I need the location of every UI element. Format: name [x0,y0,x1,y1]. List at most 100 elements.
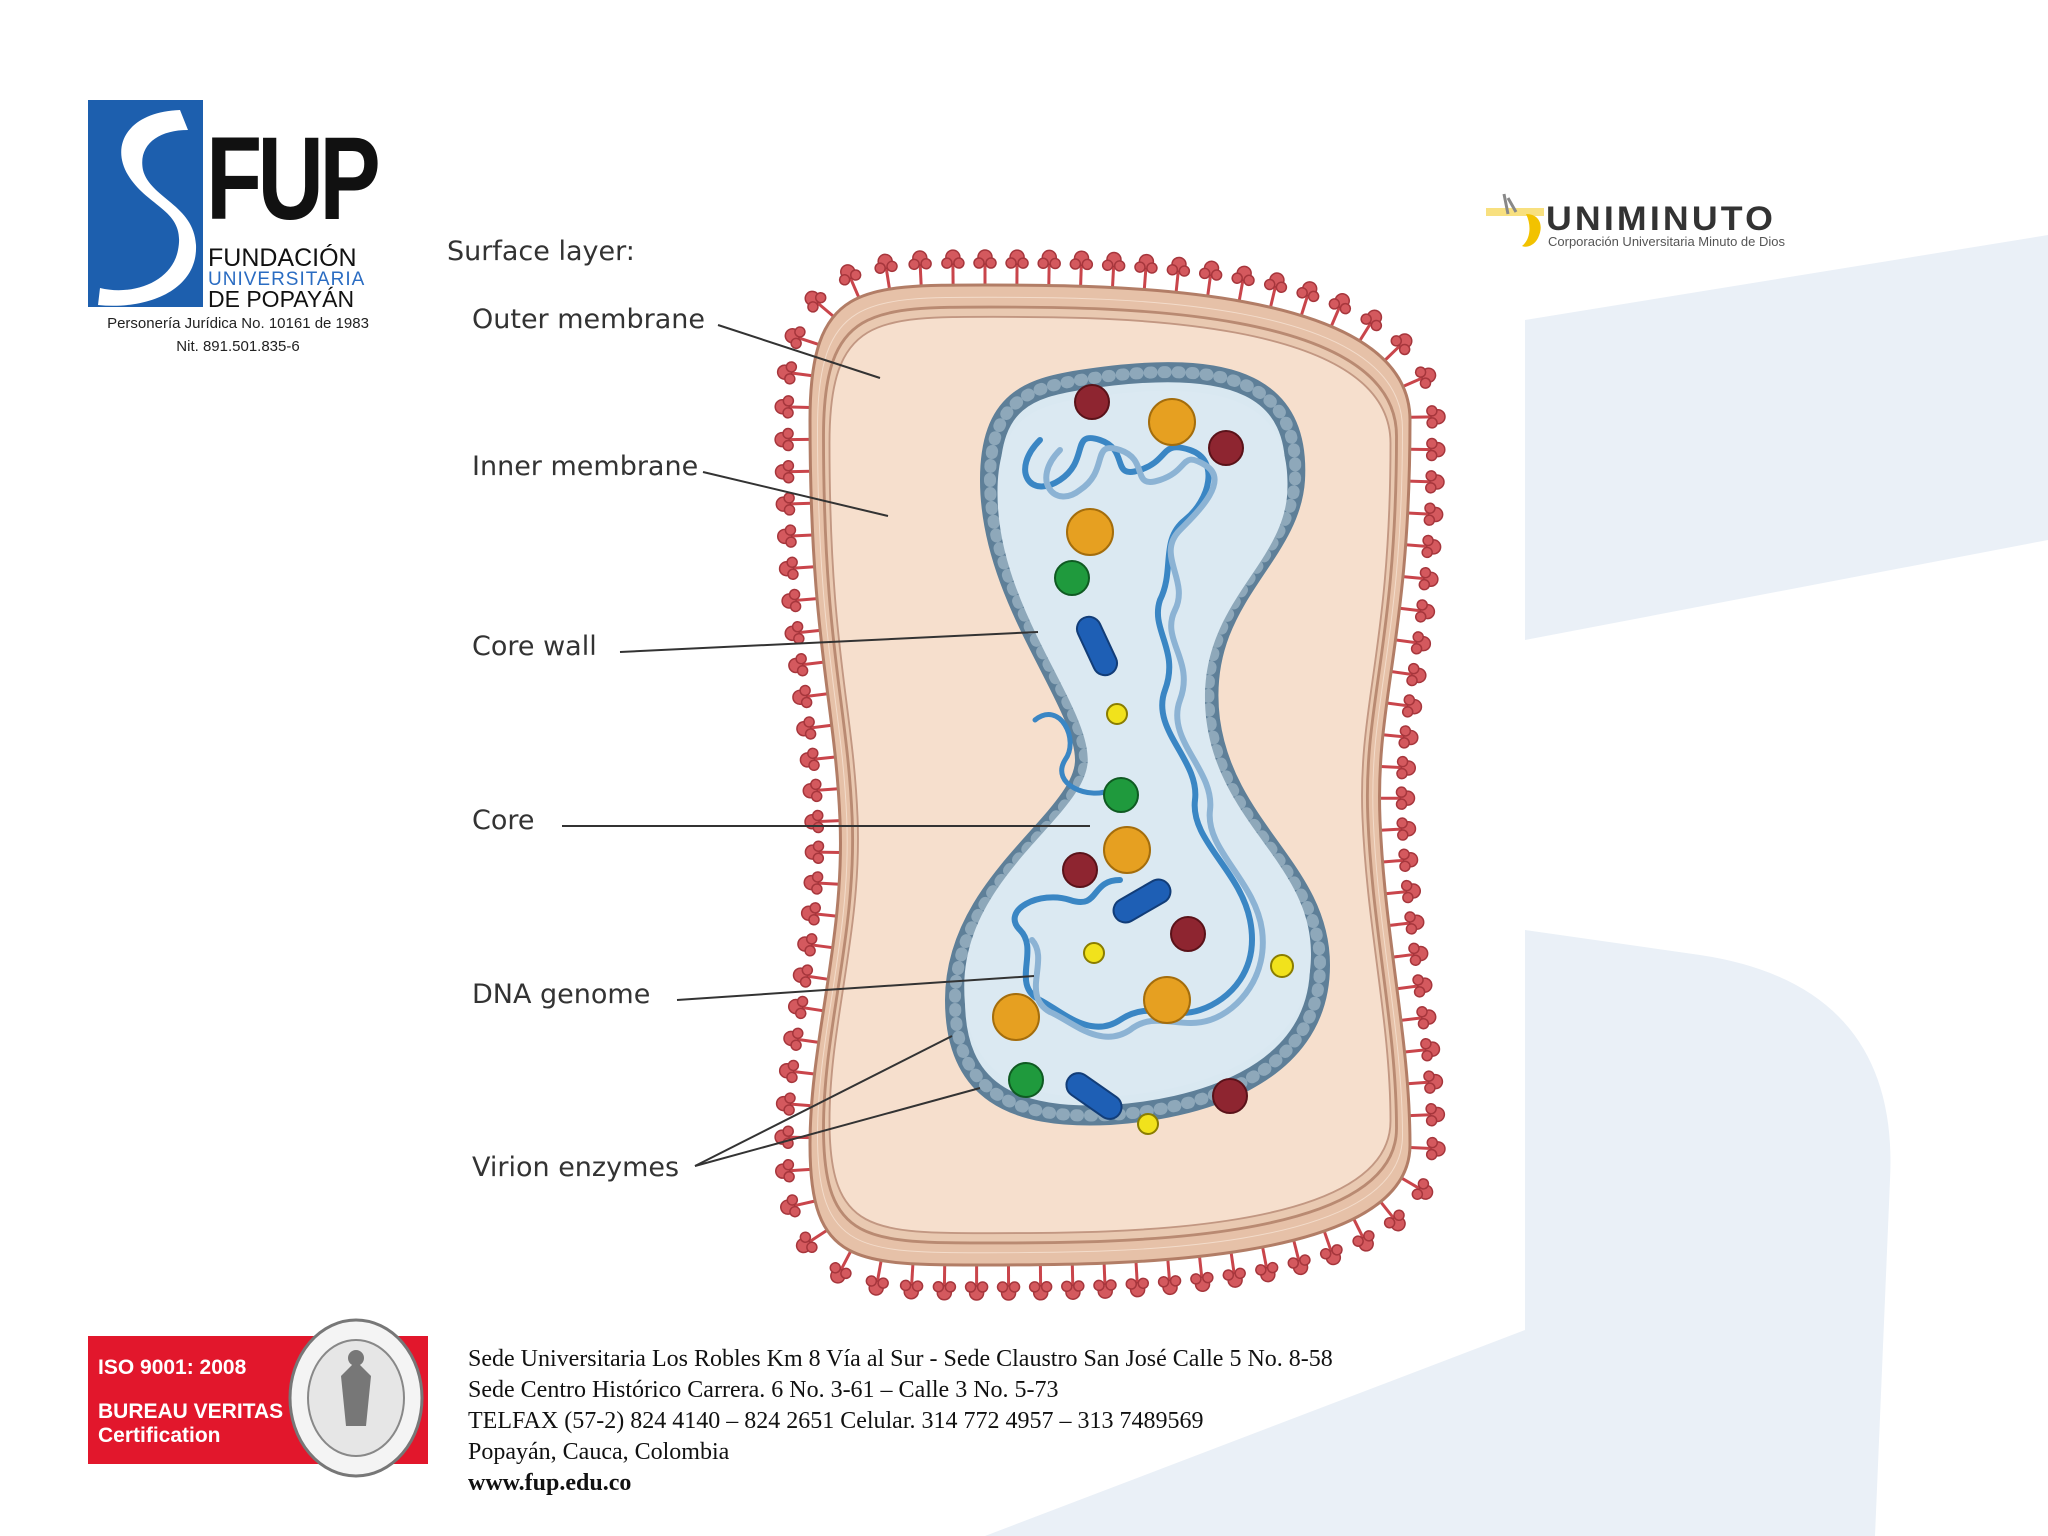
surface-spike [1380,722,1421,751]
address-line-1: Sede Universitaria Los Robles Km 8 Vía a… [468,1346,1333,1372]
surface-spike [1407,1135,1447,1162]
surface-spike [790,681,831,711]
surface-spike [790,961,832,992]
surface-spike [1123,1259,1151,1299]
surface-spike [785,993,827,1024]
surface-spike [1378,815,1418,843]
surface-spike [774,1090,814,1119]
surface-spike [1401,1035,1443,1065]
core-label: Core [472,805,535,836]
surface-spike [996,1263,1022,1302]
uniminuto-logo-mark [1486,193,1544,247]
surface-spike [777,554,817,582]
surface-spike [1059,1262,1086,1301]
surface-spike [1100,250,1127,290]
fup-logo-line-2: UNIVERSITARIA [208,269,366,290]
surface-spike [964,1263,990,1302]
surface-spike [862,1256,894,1299]
surface-spike [1004,248,1030,287]
surface-spike [1405,1068,1445,1097]
fup-logo-mark [88,100,203,307]
outer-membrane-label: Outer membrane [472,304,705,335]
surface-spike [1407,1101,1447,1129]
bureau-veritas-seal-icon [288,1318,424,1478]
surface-spike [1388,659,1429,689]
fup-legal-nit: Nit. 891.501.835-6 [176,338,300,355]
surface-spike [1396,595,1438,625]
surface-spike [1392,627,1434,657]
surface-spike [1390,940,1431,970]
surface-spike [1250,1243,1282,1286]
surface-spike [871,251,902,293]
address-line-4: Popayán, Cauca, Colombia [468,1439,730,1465]
footer-address: Sede Universitaria Los Robles Km 8 Vía a… [468,1344,1333,1499]
virion-enzymes-label: Virion enzymes [472,1152,680,1183]
surface-spike [1398,1003,1439,1033]
dna-genome-label: DNA genome [472,979,651,1010]
surface-spike [802,869,842,897]
iso-standard-text: ISO 9001: 2008 [98,1356,247,1379]
address-line-2: Sede Centro Histórico Carrera. 6 No. 3-6… [468,1377,1059,1403]
fup-logo: FUP FUNDACIÓN UNIVERSITARIA DE POPAYÁN P… [88,100,388,360]
surface-spike [1405,500,1445,528]
surface-spike [1068,249,1095,289]
surface-spike [782,617,823,647]
surface-spike [1377,785,1417,811]
surface-spike [1258,269,1291,312]
dna-genome [1011,435,1266,1040]
surface-spike [1408,404,1447,430]
address-line-3: TELFAX (57-2) 824 4140 – 824 2651 Celula… [468,1408,1204,1434]
surface-spike [1187,1253,1216,1294]
surface-spike [773,1156,813,1185]
surface-spike [1226,263,1258,305]
surface-spike [780,1025,822,1055]
iso-certifier-text: BUREAU VERITAS Certification [98,1400,283,1448]
surface-spike [1400,564,1441,593]
surface-spike [1195,258,1225,299]
surface-spike [931,1263,958,1302]
surface-spike [773,458,813,485]
fup-logo-line-3: DE POPAYÁN [208,286,355,312]
surface-spike [1027,1263,1054,1302]
surface-spike [779,586,820,615]
surface-spike [940,248,966,287]
uniminuto-logo: UNIMINUTO Corporación Universitaria Minu… [1478,186,1858,256]
surface-spike [773,394,813,420]
surface-spike [774,358,816,389]
fup-logo-letters: FUP [206,113,381,245]
surface-spike [907,249,934,289]
surface-spike [800,776,841,804]
surface-spike [972,248,998,287]
virion-enzymes [992,384,1294,1135]
surface-spike [1408,436,1447,463]
surface-spike [1163,254,1193,295]
surface-spike [1386,908,1427,938]
surface-spike [1378,754,1418,781]
surface-spike [1281,1236,1315,1279]
surface-spike [803,808,842,835]
fup-logo-line-1: FUNDACIÓN [208,244,357,272]
surface-spike [1218,1249,1249,1291]
surface-spike [1382,877,1423,907]
fup-legal-registration: Personería Jurídica No. 10161 de 1983 [107,315,369,332]
website-link[interactable]: www.fup.edu.co [468,1470,632,1496]
surface-spike [773,1124,812,1151]
surface-spike [1403,532,1443,560]
surface-spike [1394,971,1435,1002]
iso-certification-word: Certification [98,1424,221,1447]
surface-spike [1131,252,1160,292]
leader-lines [562,324,1090,1167]
core-wall-label: Core wall [472,631,597,662]
surface-spike [1407,468,1446,495]
surface-spike [799,900,840,929]
surface-spike [795,930,836,961]
inner-membrane-label: Inner membrane [472,451,699,482]
surface-spike [777,1188,820,1221]
surface-spike [1380,846,1420,875]
surface-spike [1091,1261,1118,1301]
surface-spike [1036,248,1062,288]
surface-spike [1383,690,1425,721]
surface-spike [794,712,835,742]
